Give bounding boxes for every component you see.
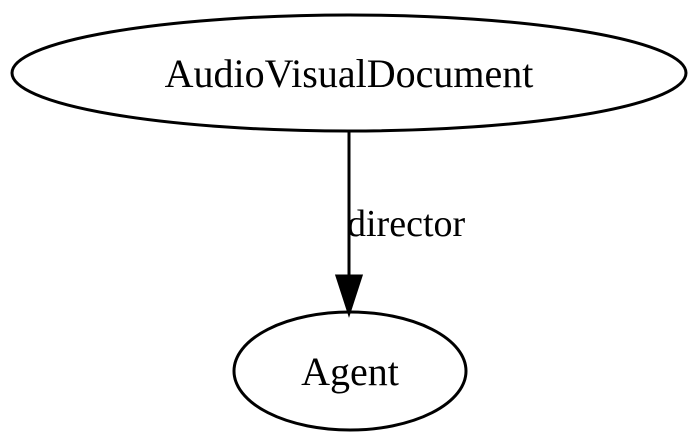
- node-audiovisualdocument-label: AudioVisualDocument: [165, 51, 534, 96]
- edge-director: director: [334, 131, 466, 318]
- node-agent: Agent: [232, 310, 468, 432]
- node-agent-ellipse: [232, 310, 468, 432]
- node-audiovisualdocument: AudioVisualDocument: [10, 13, 688, 133]
- edge-director-label: director: [347, 203, 466, 245]
- node-agent-label: Agent: [301, 349, 399, 394]
- edge-director-arrowhead: [334, 274, 364, 318]
